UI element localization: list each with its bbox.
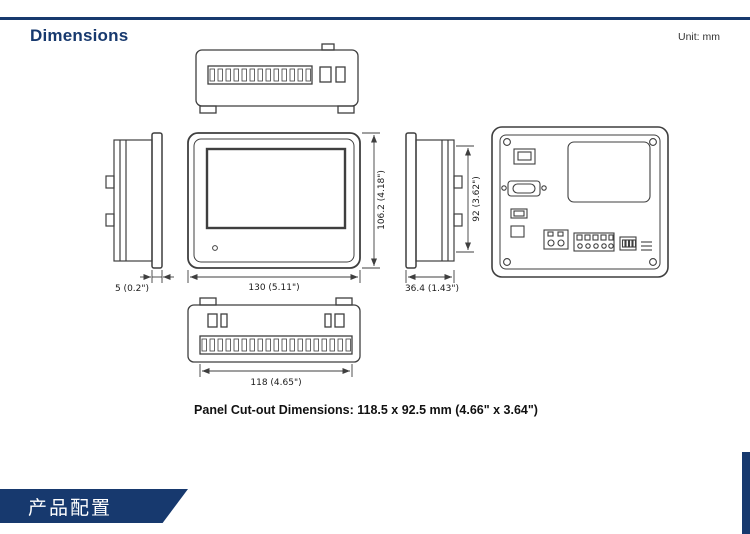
top-accent-rule: [0, 17, 750, 20]
left-side-view-drawing: [105, 132, 163, 269]
expansion-cover: [567, 141, 651, 203]
corner-screw: [649, 258, 657, 266]
page-title: Dimensions: [30, 26, 129, 45]
dim-side-flange-label: 5 (0.2"): [115, 284, 149, 294]
right-edge-accent: [742, 452, 750, 534]
io-terminal-block: [573, 232, 615, 252]
dimension-annotations: [140, 132, 474, 377]
front-view-drawing: [187, 132, 361, 269]
power-led: [212, 245, 218, 251]
cutout-note: Panel Cut-out Dimensions: 118.5 x 92.5 m…: [194, 403, 538, 417]
dim-front-width-label: 130 (5.11"): [248, 283, 299, 293]
dimension-drawings: 106.2 (4.18") 130 (5.11") 5 (0.2") 36.4 …: [105, 43, 669, 388]
dim-cutout-height-label: 92 (3.62"): [472, 176, 482, 222]
rear-label: [641, 241, 652, 251]
corner-screw: [503, 138, 511, 146]
serial-port: [501, 180, 547, 197]
corner-screw: [503, 258, 511, 266]
dim-side-depth-label: 36.4 (1.43"): [405, 284, 459, 294]
right-side-view-drawing: [405, 132, 463, 269]
unit-label: Unit: mm: [678, 31, 720, 43]
footer-banner-label: 产品配置: [28, 497, 113, 519]
usb-port: [510, 208, 528, 238]
footer-banner: 产品配置: [0, 489, 188, 523]
dim-front-height-label: 106.2 (4.18"): [377, 170, 387, 230]
bottom-view-drawing: [187, 297, 361, 363]
dimension-labels: 106.2 (4.18") 130 (5.11") 5 (0.2") 36.4 …: [115, 170, 482, 388]
top-view-drawing: [195, 43, 359, 114]
dip-switch: [619, 236, 637, 251]
corner-screw: [649, 138, 657, 146]
power-terminal: [543, 229, 569, 250]
ethernet-port: [513, 148, 536, 165]
rear-view-drawing: [491, 126, 669, 278]
dim-bottom-width-label: 118 (4.65"): [250, 378, 301, 388]
